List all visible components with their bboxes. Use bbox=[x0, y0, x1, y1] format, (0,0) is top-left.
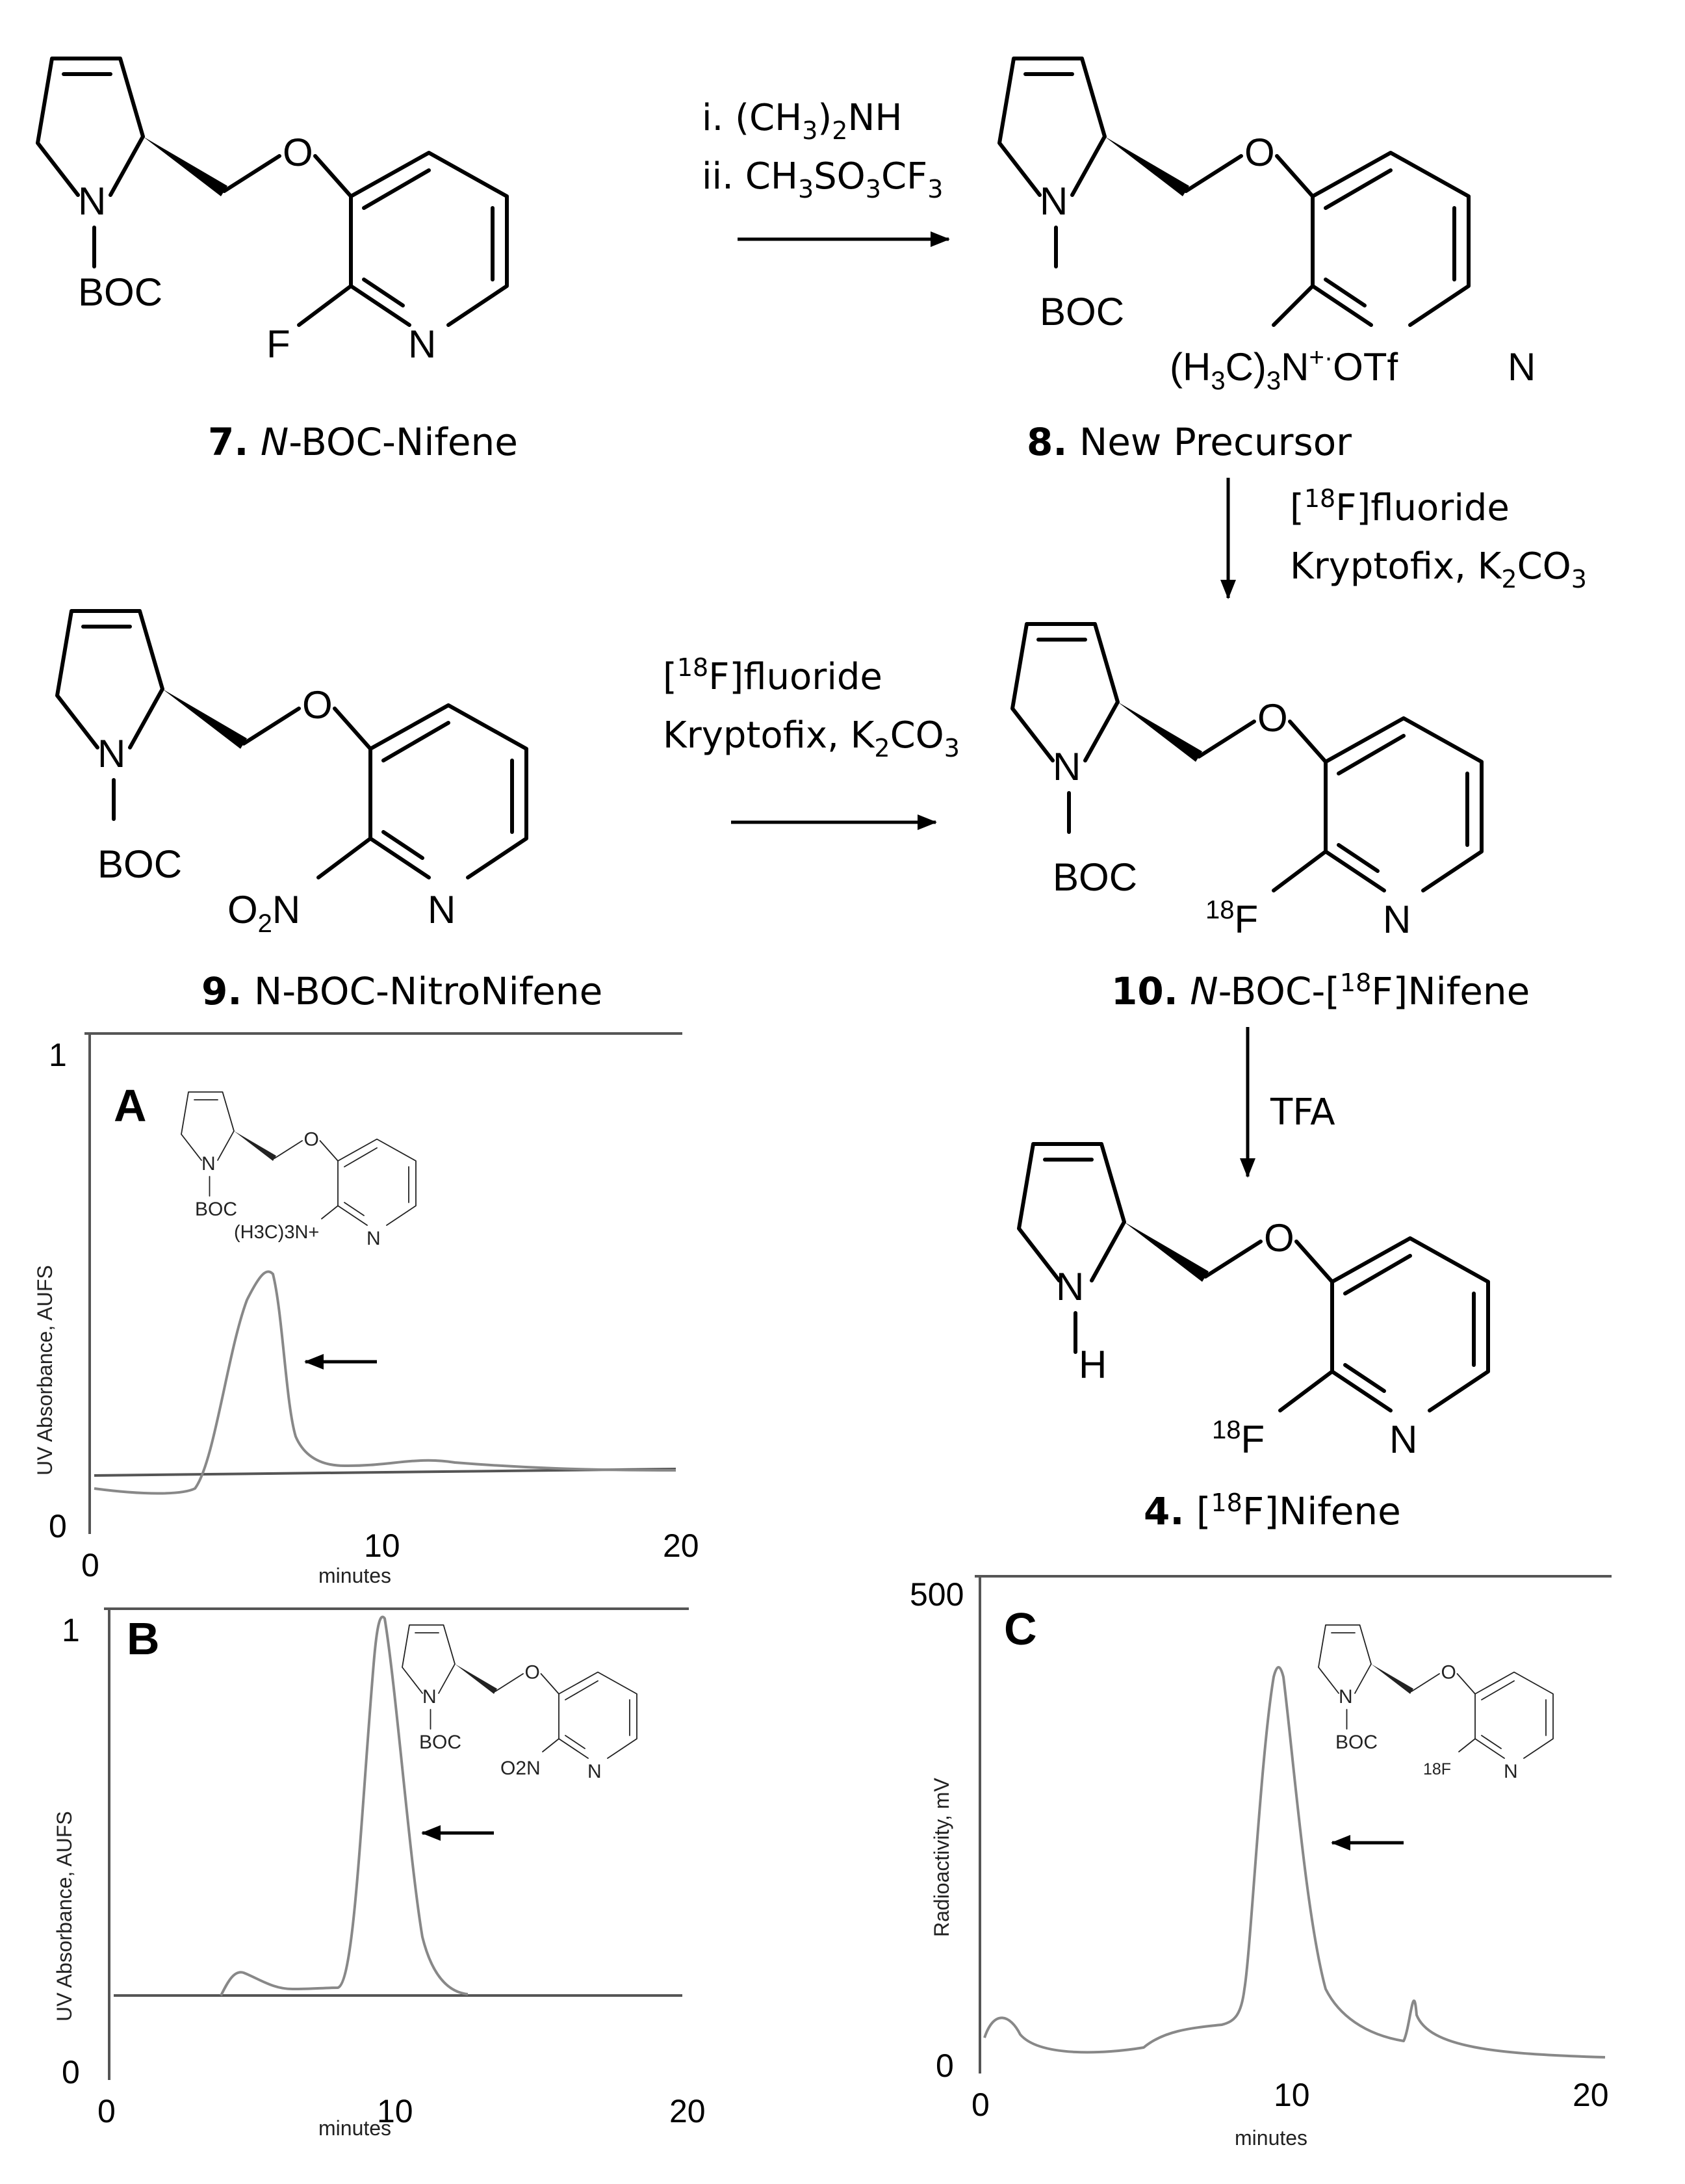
chrom-b-inset-structure: N O BOC O2N N bbox=[402, 1624, 637, 1782]
compound-7-label: 7. N-BOC-Nifene bbox=[208, 420, 518, 464]
panel-c-label: C bbox=[1004, 1604, 1037, 1654]
chrom-c-ytick-500: 500 bbox=[910, 1576, 964, 1613]
svg-text:N: N bbox=[367, 1228, 381, 1249]
c7-oxygen: O bbox=[283, 131, 313, 174]
panel-a-label: A bbox=[114, 1080, 147, 1131]
c8-trimethylammonium-triflate: (H3C)3N+·OTf bbox=[1170, 343, 1398, 395]
svg-text:BOC: BOC bbox=[195, 1199, 237, 1220]
compound-8-structure: N O BOC (H3C)3N+·OTf N bbox=[999, 58, 1536, 395]
c9-boc: BOC bbox=[97, 842, 182, 886]
chrom-c-ylabel: Radioactivity, mV bbox=[930, 1778, 953, 1937]
chromatogram-a: 1 0 0 10 20 minutes UV Absorbance, AUFS … bbox=[33, 1032, 699, 1587]
reaction-3: [18F]fluoride Kryptofix, K2CO3 bbox=[663, 653, 960, 830]
reaction-3-line1: [18F]fluoride bbox=[663, 653, 882, 698]
chromatogram-b: 1 0 0 10 20 minutes UV Absorbance, AUFS … bbox=[53, 1607, 706, 2140]
chrom-c-xlabel: minutes bbox=[1235, 2126, 1307, 2150]
chrom-a-ytick-1: 1 bbox=[49, 1037, 67, 1073]
reaction-2: [18F]fluoride Kryptofix, K2CO3 bbox=[1220, 478, 1587, 599]
c8-boc: BOC bbox=[1040, 290, 1124, 333]
compound-8-label: 8. New Precursor bbox=[1027, 420, 1352, 464]
svg-text:O2N: O2N bbox=[500, 1758, 541, 1779]
chrom-b-xtick-0: 0 bbox=[97, 2093, 116, 2129]
compound-10-label: 10. N-BOC-[18F]Nifene bbox=[1111, 968, 1530, 1013]
chrom-b-ytick-1: 1 bbox=[62, 1612, 80, 1648]
c4-pyridine-n: N bbox=[1389, 1418, 1417, 1461]
reaction-1-line2: ii. CH3SO3CF3 bbox=[702, 155, 943, 203]
c10-pyridine-n: N bbox=[1383, 898, 1411, 941]
c8-oxygen: O bbox=[1244, 131, 1275, 174]
chrom-b-trace bbox=[220, 1615, 469, 1996]
compound-4-structure: N H O 18F N bbox=[1019, 1144, 1488, 1461]
chrom-a-trace bbox=[94, 1270, 676, 1495]
reaction-2-line1: [18F]fluoride bbox=[1290, 484, 1510, 529]
compound-9-label: 9. N-BOC-NitroNifene bbox=[201, 969, 602, 1013]
c7-pyridine-n: N bbox=[408, 322, 436, 366]
compound-7-structure: N O BOC F N bbox=[38, 58, 507, 366]
chrom-a-xtick-0: 0 bbox=[81, 1547, 99, 1583]
svg-text:BOC: BOC bbox=[419, 1732, 461, 1753]
reaction-4: TFA bbox=[1240, 1027, 1335, 1178]
compound-9-structure: N O BOC O2N N bbox=[57, 611, 526, 938]
svg-text:O: O bbox=[1441, 1662, 1456, 1684]
c4-n-hydrogen: H bbox=[1079, 1343, 1107, 1386]
c8-pyridine-n: N bbox=[1508, 345, 1536, 389]
chrom-c-xtick-0: 0 bbox=[971, 2086, 990, 2123]
svg-text:N: N bbox=[587, 1761, 602, 1782]
svg-text:N: N bbox=[422, 1686, 437, 1708]
reaction-1-line1: i. (CH3)2NH bbox=[702, 97, 902, 145]
c10-fluorine-18: 18F bbox=[1205, 896, 1258, 941]
chrom-a-xlabel: minutes bbox=[318, 1564, 391, 1587]
chrom-c-inset-structure: N O BOC 18F N bbox=[1318, 1624, 1554, 1782]
c7-boc: BOC bbox=[78, 270, 162, 314]
reaction-4-reagent: TFA bbox=[1270, 1091, 1335, 1134]
svg-text:N: N bbox=[201, 1153, 216, 1175]
chrom-c-trace bbox=[983, 1666, 1606, 2059]
panel-b-label: B bbox=[127, 1613, 160, 1664]
chromatogram-c: 500 0 0 10 20 minutes Radioactivity, mV … bbox=[910, 1575, 1612, 2150]
c7-fluorine: F bbox=[266, 322, 290, 366]
chrom-a-inset-structure: N O BOC (H3C)3N+ N bbox=[181, 1091, 417, 1249]
c10-ring-n: N bbox=[1053, 745, 1081, 788]
svg-text:BOC: BOC bbox=[1335, 1732, 1378, 1753]
chrom-b-ytick-0: 0 bbox=[62, 2054, 80, 2090]
compound-4-label: 4. [18F]Nifene bbox=[1144, 1488, 1401, 1533]
c9-pyridine-n: N bbox=[428, 888, 456, 931]
c7-ring-n: N bbox=[78, 179, 106, 223]
reaction-3-line2: Kryptofix, K2CO3 bbox=[663, 714, 960, 762]
chrom-a-ytick-0: 0 bbox=[49, 1508, 67, 1544]
chrom-b-ylabel: UV Absorbance, AUFS bbox=[53, 1811, 76, 2022]
compound-10-structure: N O BOC 18F N bbox=[1012, 624, 1482, 941]
svg-text:(H3C)3N+: (H3C)3N+ bbox=[234, 1222, 319, 1243]
chrom-c-ytick-0: 0 bbox=[936, 2048, 954, 2084]
chrom-a-xtick-20: 20 bbox=[663, 1528, 699, 1564]
c4-oxygen: O bbox=[1264, 1216, 1294, 1260]
reaction-2-line2: Kryptofix, K2CO3 bbox=[1290, 545, 1587, 593]
c9-nitro: O2N bbox=[227, 888, 300, 938]
reaction-1: i. (CH3)2NH ii. CH3SO3CF3 bbox=[702, 97, 950, 247]
c10-oxygen: O bbox=[1257, 696, 1288, 740]
chrom-b-xlabel: minutes bbox=[318, 2116, 391, 2140]
chrom-a-xtick-10: 10 bbox=[364, 1528, 400, 1564]
svg-text:N: N bbox=[1504, 1761, 1518, 1782]
c9-oxygen: O bbox=[302, 683, 333, 727]
svg-text:O: O bbox=[525, 1662, 540, 1684]
c4-ring-n: N bbox=[1056, 1265, 1084, 1308]
c4-fluorine-18: 18F bbox=[1212, 1416, 1265, 1461]
c10-boc: BOC bbox=[1053, 855, 1137, 899]
svg-text:18F: 18F bbox=[1423, 1760, 1451, 1778]
svg-text:N: N bbox=[1339, 1686, 1353, 1708]
chrom-a-ylabel: UV Absorbance, AUFS bbox=[33, 1265, 57, 1476]
c8-ring-n: N bbox=[1040, 179, 1068, 223]
chrom-c-xtick-20: 20 bbox=[1573, 2077, 1609, 2113]
chrom-b-xtick-10: 10 bbox=[377, 2093, 413, 2129]
svg-text:O: O bbox=[304, 1129, 319, 1150]
chrom-c-xtick-10: 10 bbox=[1274, 2077, 1310, 2113]
c9-ring-n: N bbox=[97, 732, 125, 775]
chrom-b-xtick-20: 20 bbox=[669, 2093, 706, 2129]
